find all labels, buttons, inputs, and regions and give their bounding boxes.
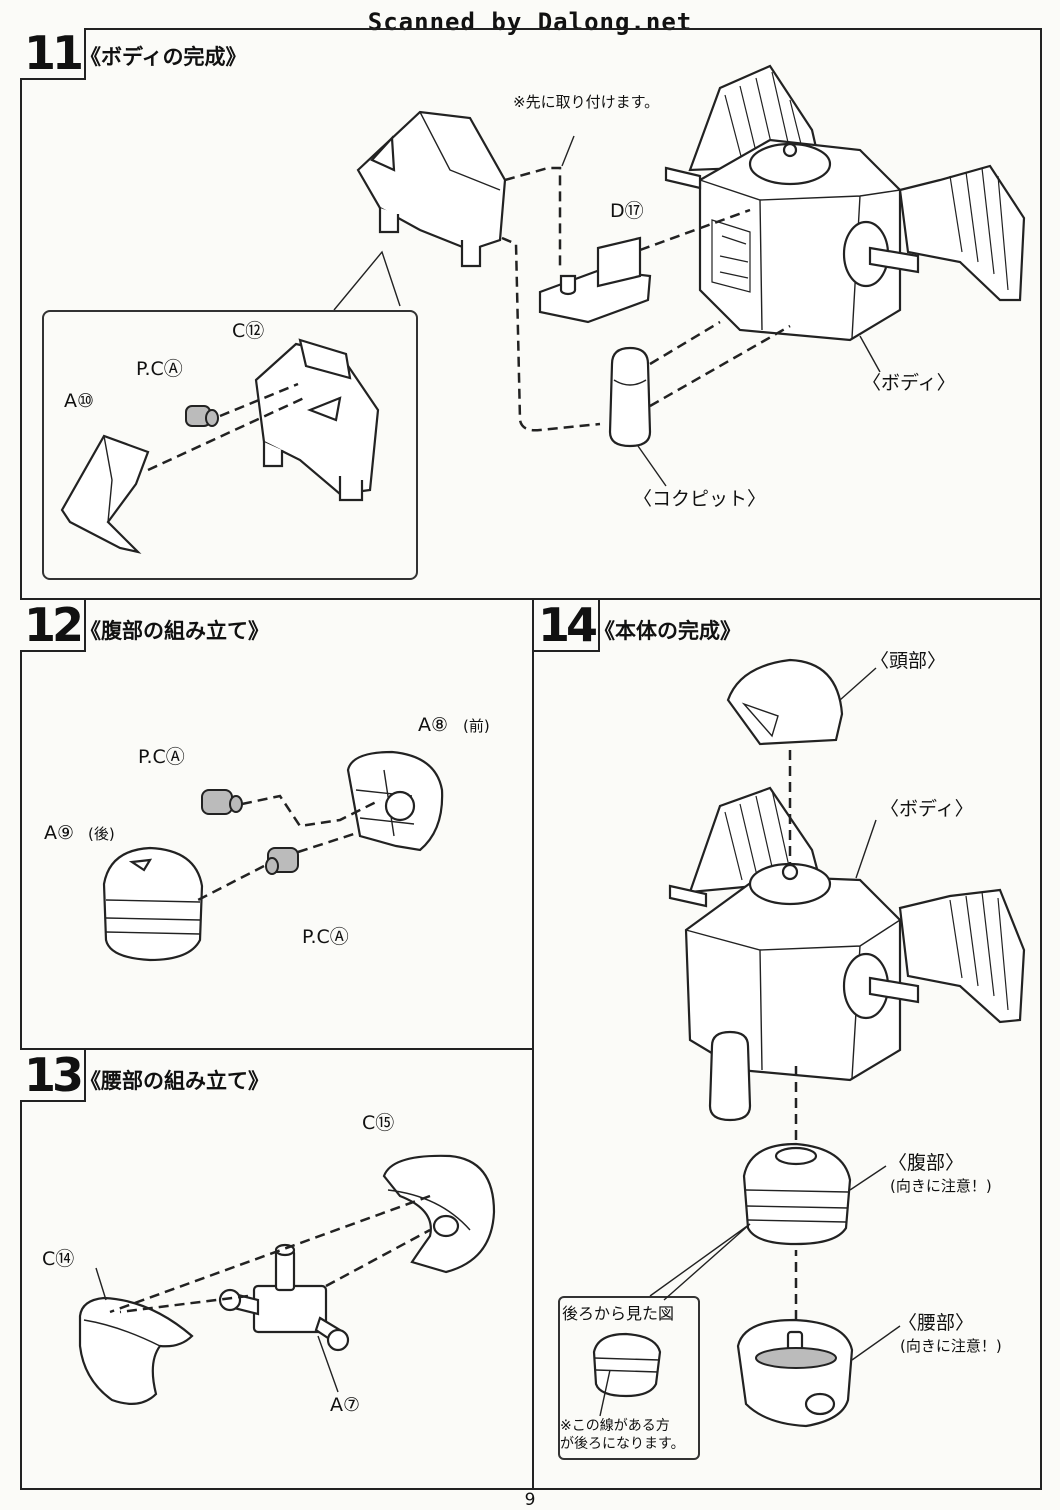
divider-row-1	[20, 598, 1042, 600]
part-c15-label: C⑮	[362, 1112, 395, 1134]
part-pca-top-label: P.CⒶ	[138, 746, 185, 768]
divider-column	[532, 598, 534, 1490]
waist-callout: 〈腰部〉	[898, 1312, 975, 1334]
step-14-number: 14	[534, 600, 601, 652]
page-number: 9	[524, 1490, 536, 1510]
a10-part	[60, 434, 150, 554]
part-c12-label: C⑫	[232, 320, 265, 342]
abdomen-note: (向きに注意！)	[890, 1177, 992, 1195]
step-11-number: 11	[20, 28, 87, 80]
divider-row-2	[20, 1048, 534, 1050]
abdomen-part	[742, 1142, 852, 1246]
head-callout: 〈頭部〉	[870, 650, 947, 672]
step-11-note: ※先に取り付けます。	[513, 93, 660, 111]
pca-part-12-bottom	[265, 847, 299, 875]
part-pca-bottom-label: P.CⒶ	[302, 926, 349, 948]
part-c14-label: C⑭	[42, 1248, 75, 1270]
a8-part	[346, 750, 444, 852]
a9-part	[102, 846, 204, 962]
front-armor-part	[356, 110, 507, 268]
abdomen-callout: 〈腹部〉	[888, 1152, 965, 1174]
d17-bracket-part	[538, 236, 652, 324]
a7-part	[218, 1243, 350, 1352]
step-14-title: 《本体の完成》	[594, 619, 741, 643]
back-view-note-1: ※この線がある方	[560, 1418, 670, 1434]
c15-part	[382, 1154, 496, 1274]
part-a8-label: A⑧	[418, 714, 449, 736]
body-assembly-part-14	[668, 786, 1026, 1122]
waist-part	[736, 1318, 854, 1428]
body-assembly-part	[664, 64, 1026, 342]
pca-part-11	[185, 405, 219, 427]
step-12-title: 《腹部の組み立て》	[80, 619, 269, 643]
cockpit-callout: 〈コクピット〉	[633, 488, 767, 510]
c14-part	[78, 1296, 194, 1405]
waist-note: (向きに注意！)	[900, 1337, 1002, 1355]
part-a8-note: (前)	[463, 717, 490, 735]
body-callout-14: 〈ボディ〉	[880, 798, 974, 820]
step-13-title: 《腰部の組み立て》	[80, 1069, 269, 1093]
part-a10-label: A⑩	[64, 390, 95, 412]
part-a9-label: A⑨	[44, 822, 75, 844]
part-pca-label: P.CⒶ	[136, 358, 183, 380]
scanner-credit: Scanned by Dalong.net	[367, 8, 693, 36]
back-view-figure	[592, 1332, 662, 1398]
c12-part	[254, 338, 380, 502]
part-d17-label: D⑰	[610, 200, 644, 222]
cockpit-part	[608, 346, 652, 448]
back-view-title: 後ろから見た図	[562, 1304, 675, 1323]
back-view-note-2: が後ろになります。	[560, 1436, 685, 1452]
step-12-number: 12	[20, 600, 87, 652]
part-a7-label: A⑦	[330, 1394, 361, 1416]
head-part	[726, 658, 844, 746]
step-11-title: 《ボディの完成》	[80, 45, 247, 69]
pca-part-12-top	[201, 789, 243, 815]
step-13-number: 13	[20, 1050, 87, 1102]
body-callout: 〈ボディ〉	[862, 372, 956, 394]
page-frame	[20, 28, 1042, 1490]
part-a9-note: (後)	[88, 825, 115, 843]
